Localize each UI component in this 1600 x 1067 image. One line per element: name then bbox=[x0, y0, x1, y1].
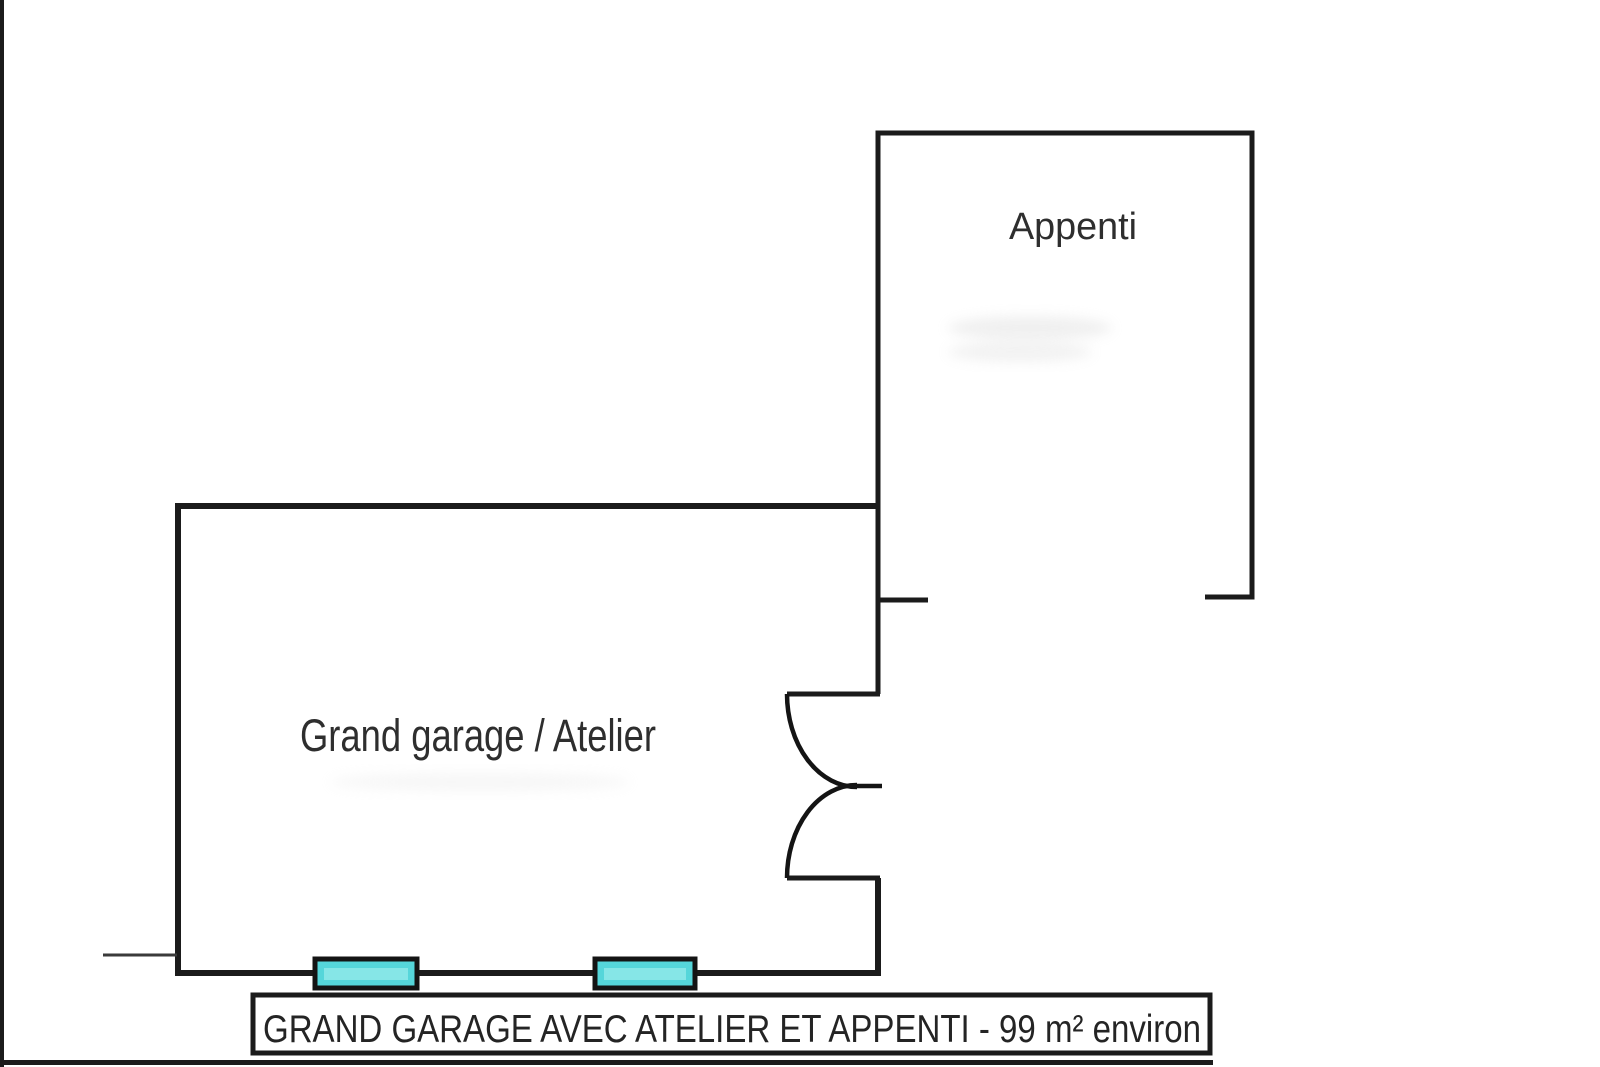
scan-left-edge-line bbox=[0, 0, 4, 1067]
garage-walls bbox=[175, 503, 881, 976]
window-2-highlight bbox=[604, 968, 686, 980]
caption-box bbox=[250, 992, 1213, 1056]
scan-bottom-edge-line bbox=[0, 1060, 1213, 1065]
appenti-walls bbox=[875, 130, 1255, 694]
window-1-highlight bbox=[324, 968, 408, 980]
door-swing-arc-bottom bbox=[784, 782, 858, 879]
door-swing-arc-top bbox=[784, 693, 858, 790]
erased-text-artifact-appenti bbox=[948, 316, 1112, 362]
window-marker-1 bbox=[312, 956, 420, 991]
caption-text: GRAND GARAGE AVEC ATELIER ET APPENTI - 9… bbox=[263, 1008, 1201, 1051]
double-door bbox=[784, 691, 882, 881]
room-label-appenti: Appenti bbox=[1009, 206, 1137, 248]
room-label-garage-atelier: Grand garage / Atelier bbox=[300, 710, 656, 761]
erased-text-artifact-garage bbox=[330, 773, 630, 791]
window-marker-2 bbox=[592, 956, 698, 991]
